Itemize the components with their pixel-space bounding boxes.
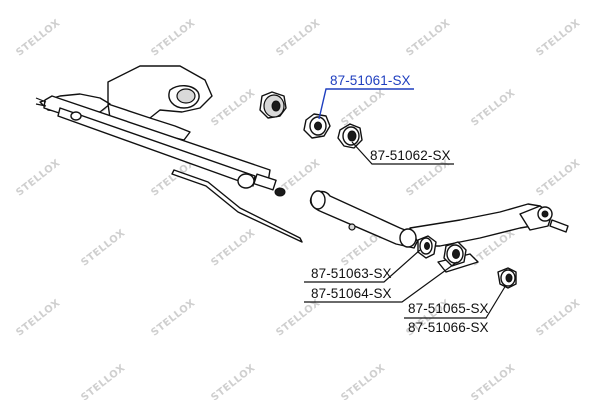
bushing-87-51063 xyxy=(417,235,437,259)
callout-87-51064[interactable]: 87-51064-SX xyxy=(311,286,392,301)
callout-87-51066[interactable]: 87-51066-SX xyxy=(408,320,489,335)
upper-control-arm xyxy=(39,65,213,141)
bushing-87-51061 xyxy=(303,113,331,139)
stabilizer-rod xyxy=(171,169,303,243)
callout-87-51062[interactable]: 87-51062-SX xyxy=(370,148,451,163)
leader-lines xyxy=(304,88,507,319)
bushing-87-51062 xyxy=(337,123,363,149)
bushing-87-51065 xyxy=(497,267,517,289)
lower-trailing-arm xyxy=(309,190,569,249)
callout-87-51063[interactable]: 87-51063-SX xyxy=(311,266,392,281)
bushing-upper-left xyxy=(259,91,287,119)
callout-87-51065[interactable]: 87-51065-SX xyxy=(408,301,489,316)
callout-87-51061[interactable]: 87-51061-SX xyxy=(330,73,411,88)
axle-tube xyxy=(35,95,286,197)
bushing-87-51064 xyxy=(437,241,479,273)
